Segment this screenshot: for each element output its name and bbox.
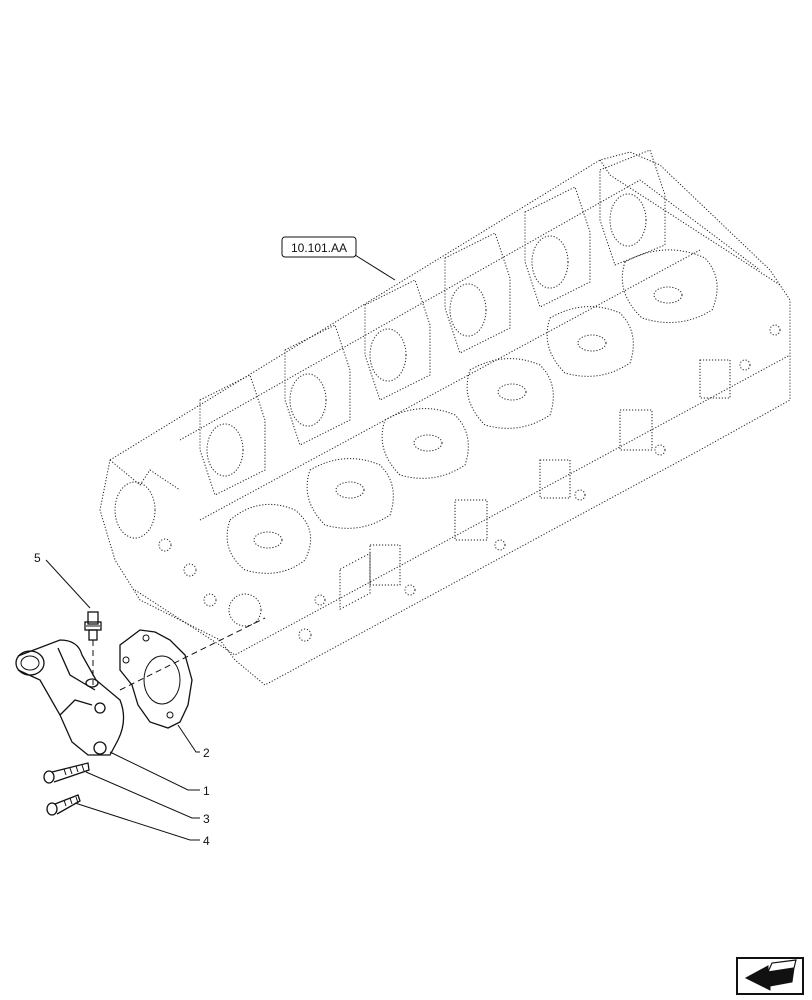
part-5-fitting[interactable]: [84, 611, 102, 641]
reference-box-label: 10.101.AA: [291, 241, 347, 255]
centerline-flange: [119, 617, 266, 691]
callout-leaders: [45, 559, 200, 841]
reference-box[interactable]: 10.101.AA: [281, 236, 357, 258]
part-1-outlet-housing[interactable]: [15, 639, 125, 756]
callout-2: 2: [203, 746, 210, 760]
callout-3: 3: [203, 812, 210, 826]
callout-1: 1: [203, 784, 210, 798]
part-4-bolt[interactable]: [46, 794, 81, 816]
valve-seats: [226, 249, 718, 574]
reference-leader: [354, 254, 396, 281]
cylinder-head: [99, 149, 791, 686]
side-ports: [158, 324, 781, 642]
part-2-gasket[interactable]: [119, 629, 193, 729]
callout-4: 4: [203, 834, 210, 848]
arrow-icon[interactable]: [736, 957, 804, 995]
cylinder-bores: [114, 149, 666, 539]
part-3-bolt[interactable]: [43, 762, 90, 784]
callout-5: 5: [34, 551, 41, 565]
